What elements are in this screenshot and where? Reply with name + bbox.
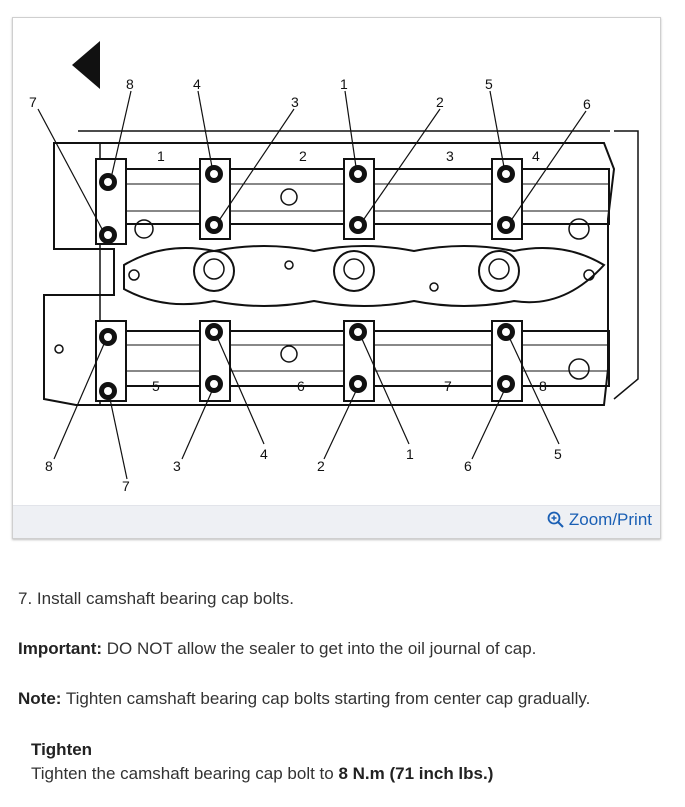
cap-number-6: 6 [297, 378, 305, 394]
cap-number-2: 2 [299, 148, 307, 164]
callout-top-4: 4 [193, 76, 201, 92]
torque-value: 8 N.m (71 inch lbs.) [338, 764, 494, 783]
zoom-print-link[interactable]: Zoom/Print [547, 510, 652, 530]
front-arrow-icon [72, 41, 100, 89]
figure-card: 8 4 3 1 2 5 6 7 1 2 3 4 5 6 7 8 8 3 4 2 … [12, 17, 661, 539]
note-text: Tighten camshaft bearing cap bolts start… [61, 689, 591, 708]
cap-number-4: 4 [532, 148, 540, 164]
callout-bottom-7: 7 [122, 478, 130, 494]
cap-number-7: 7 [444, 378, 452, 394]
figure-footer: Zoom/Print [13, 505, 660, 538]
callout-top-1: 1 [340, 76, 348, 92]
cap-number-3: 3 [446, 148, 454, 164]
important-label: Important: [18, 639, 103, 658]
callout-bottom-4: 4 [260, 446, 268, 462]
note-paragraph: Note: Tighten camshaft bearing cap bolts… [18, 689, 590, 709]
important-text: DO NOT allow the sealer to get into the … [102, 639, 537, 658]
callout-top-8: 8 [126, 76, 134, 92]
tighten-text: Tighten the camshaft bearing cap bolt to [31, 764, 339, 783]
step-text: 7. Install camshaft bearing cap bolts. [18, 589, 294, 608]
note-label: Note: [18, 689, 62, 708]
callout-top-3: 3 [291, 94, 299, 110]
callout-bottom-3: 3 [173, 458, 181, 474]
callout-bottom-1: 1 [406, 446, 414, 462]
callout-left-7: 7 [29, 94, 37, 110]
zoom-in-icon [547, 511, 564, 528]
tighten-paragraph: Tighten the camshaft bearing cap bolt to… [31, 764, 493, 784]
cap-number-8: 8 [539, 378, 547, 394]
cap-number-5: 5 [152, 378, 160, 394]
callout-top-6: 6 [583, 96, 591, 112]
camshaft-cap-bolt-diagram: 8 4 3 1 2 5 6 7 1 2 3 4 5 6 7 8 8 3 4 2 … [29, 41, 639, 494]
important-paragraph: Important: DO NOT allow the sealer to ge… [18, 639, 536, 659]
zoom-print-label: Zoom/Print [568, 510, 652, 529]
callout-bottom-5: 5 [554, 446, 562, 462]
tighten-heading: Tighten [31, 740, 93, 759]
callout-bottom-6: 6 [464, 458, 472, 474]
callout-top-2: 2 [436, 94, 444, 110]
callout-bottom-2: 2 [317, 458, 325, 474]
callout-bottom-8: 8 [45, 458, 53, 474]
cap-number-1: 1 [157, 148, 165, 164]
callout-top-5: 5 [485, 76, 493, 92]
